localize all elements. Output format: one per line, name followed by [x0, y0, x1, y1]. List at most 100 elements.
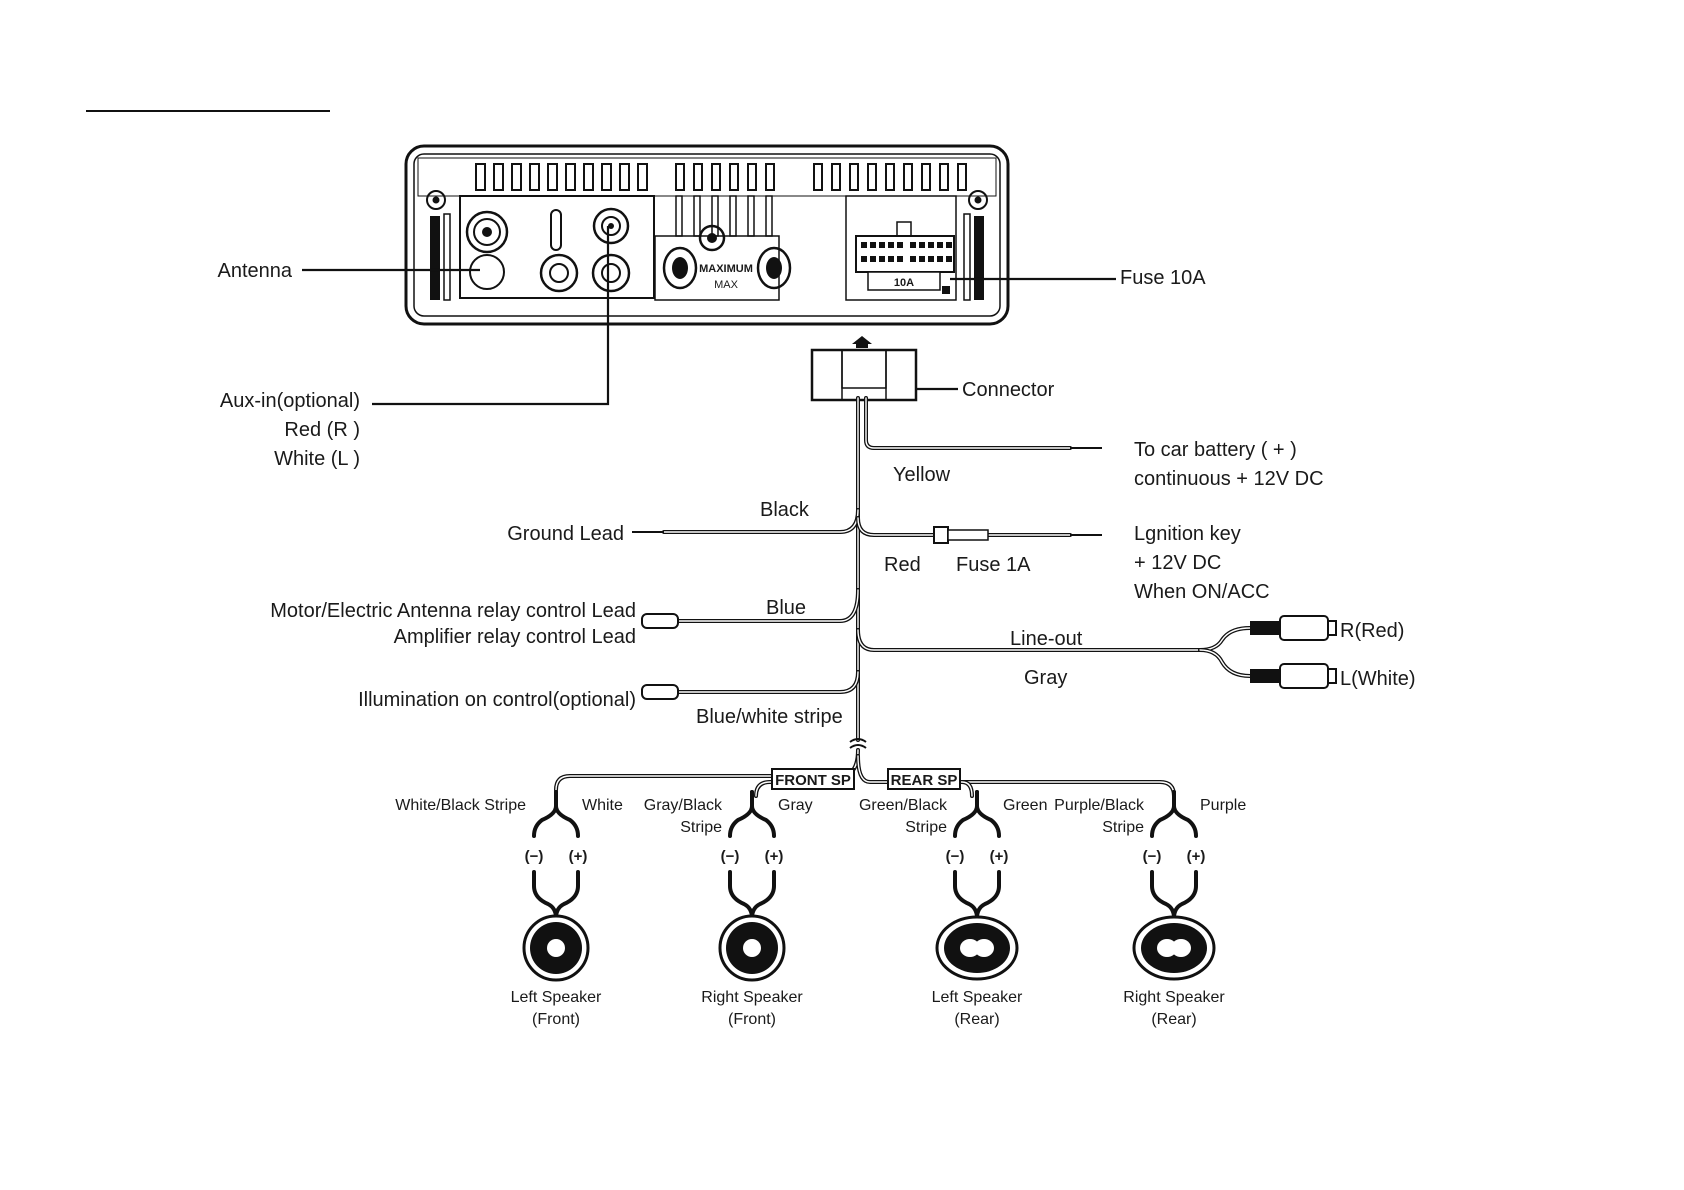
yellow-wire-core [865, 397, 1071, 449]
speaker-pos-wire-label: Purple [1200, 797, 1246, 814]
battery-voltage-label: continuous + 12V DC [1134, 468, 1324, 490]
front-bus-inner [754, 780, 774, 798]
aux-jack-right [591, 253, 631, 293]
heatsink-fin [939, 163, 949, 191]
iso-pin [928, 242, 934, 248]
speaker-neg-wire-label-2: Stripe [1102, 819, 1144, 836]
gray-wire-l [1198, 648, 1252, 678]
screw-right [968, 190, 988, 210]
heatsink-fin [903, 163, 913, 191]
front-bus-outer-core [555, 749, 859, 791]
aux-white-label: White (L ) [274, 448, 360, 470]
left-rail-inner [443, 213, 451, 301]
speaker-minus-mark: (−) [525, 848, 544, 865]
speaker-neg-wire-label: Green/Black [859, 797, 948, 814]
gray-label: Gray [1024, 667, 1067, 689]
aux-leader [372, 226, 610, 406]
ignition-label: Lgnition key [1134, 523, 1241, 545]
heatsink-fin [729, 163, 739, 191]
heatsink-fin [885, 163, 895, 191]
iso-pin [888, 256, 894, 262]
aux-jack-left [539, 253, 579, 293]
rear-bus-inner [958, 780, 974, 798]
speaker-neg-wire-label: Gray/Black [644, 797, 723, 814]
connector-label: Connector [962, 379, 1055, 401]
speaker-dust-cap [743, 939, 761, 957]
blue-label: Blue [766, 597, 806, 619]
iso-pin [937, 242, 943, 248]
speaker-dust-cap [1157, 939, 1177, 957]
speaker-neg-lead [532, 870, 558, 920]
iso-pin [937, 256, 943, 262]
heatsink-fin [493, 163, 504, 191]
iso-pin [888, 242, 894, 248]
speaker-plus-mark: (+) [569, 848, 588, 865]
speaker-dust-cap [547, 939, 565, 957]
speaker-neg-wire [1150, 790, 1176, 838]
speaker-name: Left Speaker [511, 989, 602, 1006]
heatsink-fin [475, 163, 486, 191]
connector-latch [841, 349, 887, 389]
antenna-grommet [469, 254, 505, 290]
speaker-minus-mark: (−) [946, 848, 965, 865]
red-wire-in [856, 516, 936, 537]
iso-pin [897, 256, 903, 262]
amplifier-lead-label: Amplifier relay control Lead [394, 626, 636, 648]
rear-panel-left [459, 195, 655, 299]
aux-jack-right-ring [601, 263, 621, 283]
aux-red-label: Red (R ) [284, 419, 360, 441]
iso-pin [879, 256, 885, 262]
wiring-connector [810, 336, 918, 402]
speaker-plus-mark: (+) [990, 848, 1009, 865]
heatsink-fin [747, 163, 757, 191]
heatsink-fin [675, 163, 685, 191]
speaker-pos-wire-label: White [582, 797, 623, 814]
antenna-label: Antenna [217, 260, 292, 282]
yellow-wire [864, 396, 1072, 450]
connector-arrow-icon [852, 336, 872, 344]
motor-lead-label: Motor/Electric Antenna relay control Lea… [270, 600, 636, 622]
antenna-socket [465, 210, 509, 254]
trunk-break-mark [849, 738, 867, 749]
aux-jack-top [592, 207, 630, 245]
blue-white-label: Blue/white stripe [696, 706, 843, 728]
heatsink-fin [765, 163, 775, 191]
speaker-pos-wire [975, 790, 1001, 838]
iso-pin [946, 256, 952, 262]
speaker-position: (Front) [532, 1011, 580, 1028]
iso-pin [919, 242, 925, 248]
speaker-minus-mark: (−) [721, 848, 740, 865]
rear-bus-inner-core [959, 781, 973, 797]
plate-label-2: MAX [714, 279, 739, 291]
screw-left [426, 190, 446, 210]
head-unit: MAXIMUM MAX 10A [404, 144, 1010, 326]
iso-pin [910, 242, 916, 248]
speaker-pos-wire [554, 790, 580, 838]
black-label: Black [760, 499, 810, 521]
left-rail [430, 216, 440, 300]
rca-plug-left [1250, 663, 1337, 689]
cable-grommet-left [662, 246, 698, 290]
iso-pin [910, 256, 916, 262]
iso-pin [861, 242, 867, 248]
speaker-dust-cap-2 [1171, 939, 1191, 957]
rca-left-tip [1327, 668, 1337, 684]
plate-label-1: MAXIMUM [699, 263, 753, 275]
heatsink-fin [601, 163, 612, 191]
heatsink-fin [511, 163, 522, 191]
speaker-dust-cap [960, 939, 980, 957]
rear-bus-outer-core [857, 755, 1175, 797]
iso-pin [861, 256, 867, 262]
center-grommet [698, 224, 726, 252]
fuse-10a-label: Fuse 10A [1120, 267, 1206, 289]
speaker-neg-wire [953, 790, 979, 838]
battery-label: To car battery ( + ) [1134, 439, 1297, 461]
aux-jack-top-pin [608, 223, 614, 229]
speaker-pos-wire [750, 790, 776, 838]
unit-inner-frame [413, 153, 1001, 317]
fuse-10a-holder [867, 271, 941, 291]
